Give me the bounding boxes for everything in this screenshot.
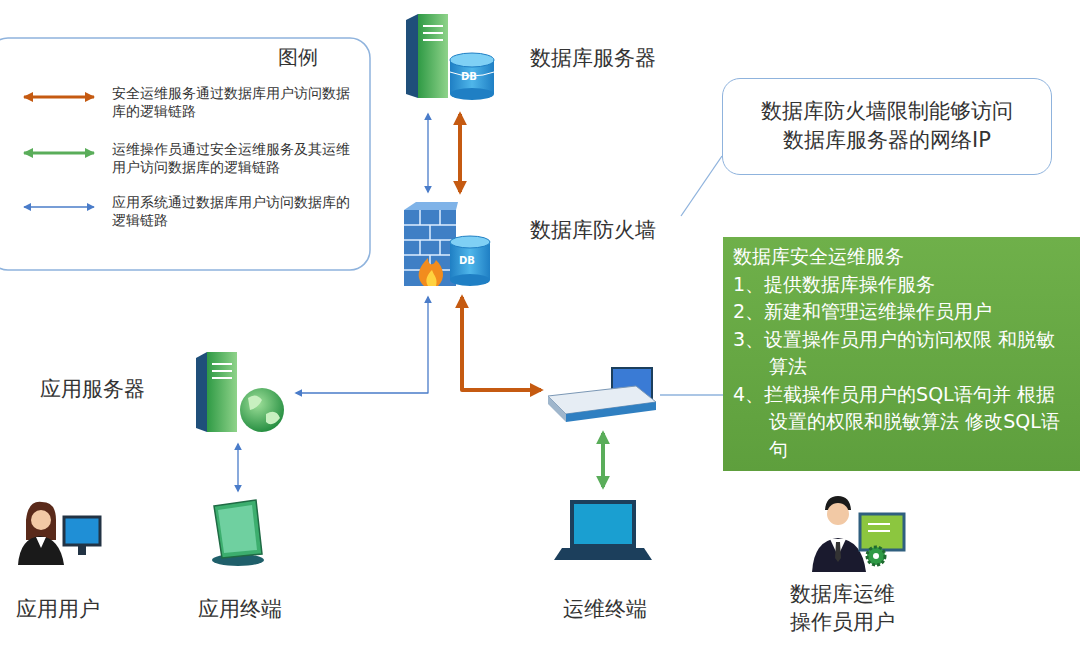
icon-node: 数据库运维 操作员用户 [770,490,915,648]
ops-device-icon [548,368,723,422]
connector [462,297,541,390]
callout-text: 数据库防火墙限制能够访问数据库服务器的网络IP [753,97,1021,156]
panel-item: 3、设置操作员用户的访问权限 和脱敏算法 [733,326,1070,381]
db-tag: DB [459,254,475,268]
node-label: 应用服务器 [40,375,190,403]
icon-node: 应用终端 [185,495,295,630]
firewall-icon [404,202,490,286]
device-node: 数据库安全运维服务1、提供数据库操作服务2、新建和管理运维操作员用户3、设置操作… [545,365,660,430]
connector [237,444,238,491]
db-tag: DB [461,70,477,84]
server-icon [406,14,494,100]
legend-text: 安全运维服务通过数据库用户访问数据库的逻辑链路 [112,84,362,120]
connector [601,433,605,487]
node-label: 数据库服务器 [530,44,700,72]
app-server-icon [196,352,284,432]
connector [681,156,722,216]
connector [427,114,428,192]
icon-node: 应用用户 [8,495,108,630]
panel-item: 4、拦截操作员用户的SQL语句并 根据设置的权限和脱敏算法 修改SQL语句 [733,381,1070,464]
legend-text: 运维操作员通过安全运维服务及其运维用户访问数据库的逻辑链路 [112,140,362,176]
icon-node: 数据库服务器 [400,8,700,108]
connector [458,114,462,192]
node-label: 数据库运维 操作员用户 [782,580,902,637]
connector [296,297,428,393]
legend-sample [24,152,94,155]
panel-item: 2、新建和管理运维操作员用户 [733,298,1070,326]
laptop-icon [554,502,652,560]
app-terminal-icon [212,500,264,566]
icon-node: 应用服务器 [40,345,290,440]
legend-sample [24,96,94,99]
node-label: 应用终端 [185,595,295,623]
panel-heading: 数据库安全运维服务 [733,243,1070,271]
node-label: 应用用户 [8,595,108,623]
app-user-icon [18,502,100,565]
icon-node: 数据库防火墙 [400,198,685,293]
node-label: 数据库防火墙 [530,216,685,244]
ops-user-icon [812,496,904,572]
callout-box: 数据库防火墙限制能够访问数据库服务器的网络IP [722,78,1052,175]
legend-frame [0,38,370,270]
node-label: 运维终端 [550,595,660,623]
legend-text: 应用系统通过数据库用户访问数据库的逻辑链路 [112,193,362,229]
service-panel: 数据库安全运维服务1、提供数据库操作服务2、新建和管理运维操作员用户3、设置操作… [723,237,1080,471]
panel-link [660,394,723,395]
legend-title: 图例 [278,44,318,71]
panel-item: 1、提供数据库操作服务 [733,271,1070,299]
legend-sample [24,206,94,207]
icon-node: 运维终端 [550,490,660,630]
